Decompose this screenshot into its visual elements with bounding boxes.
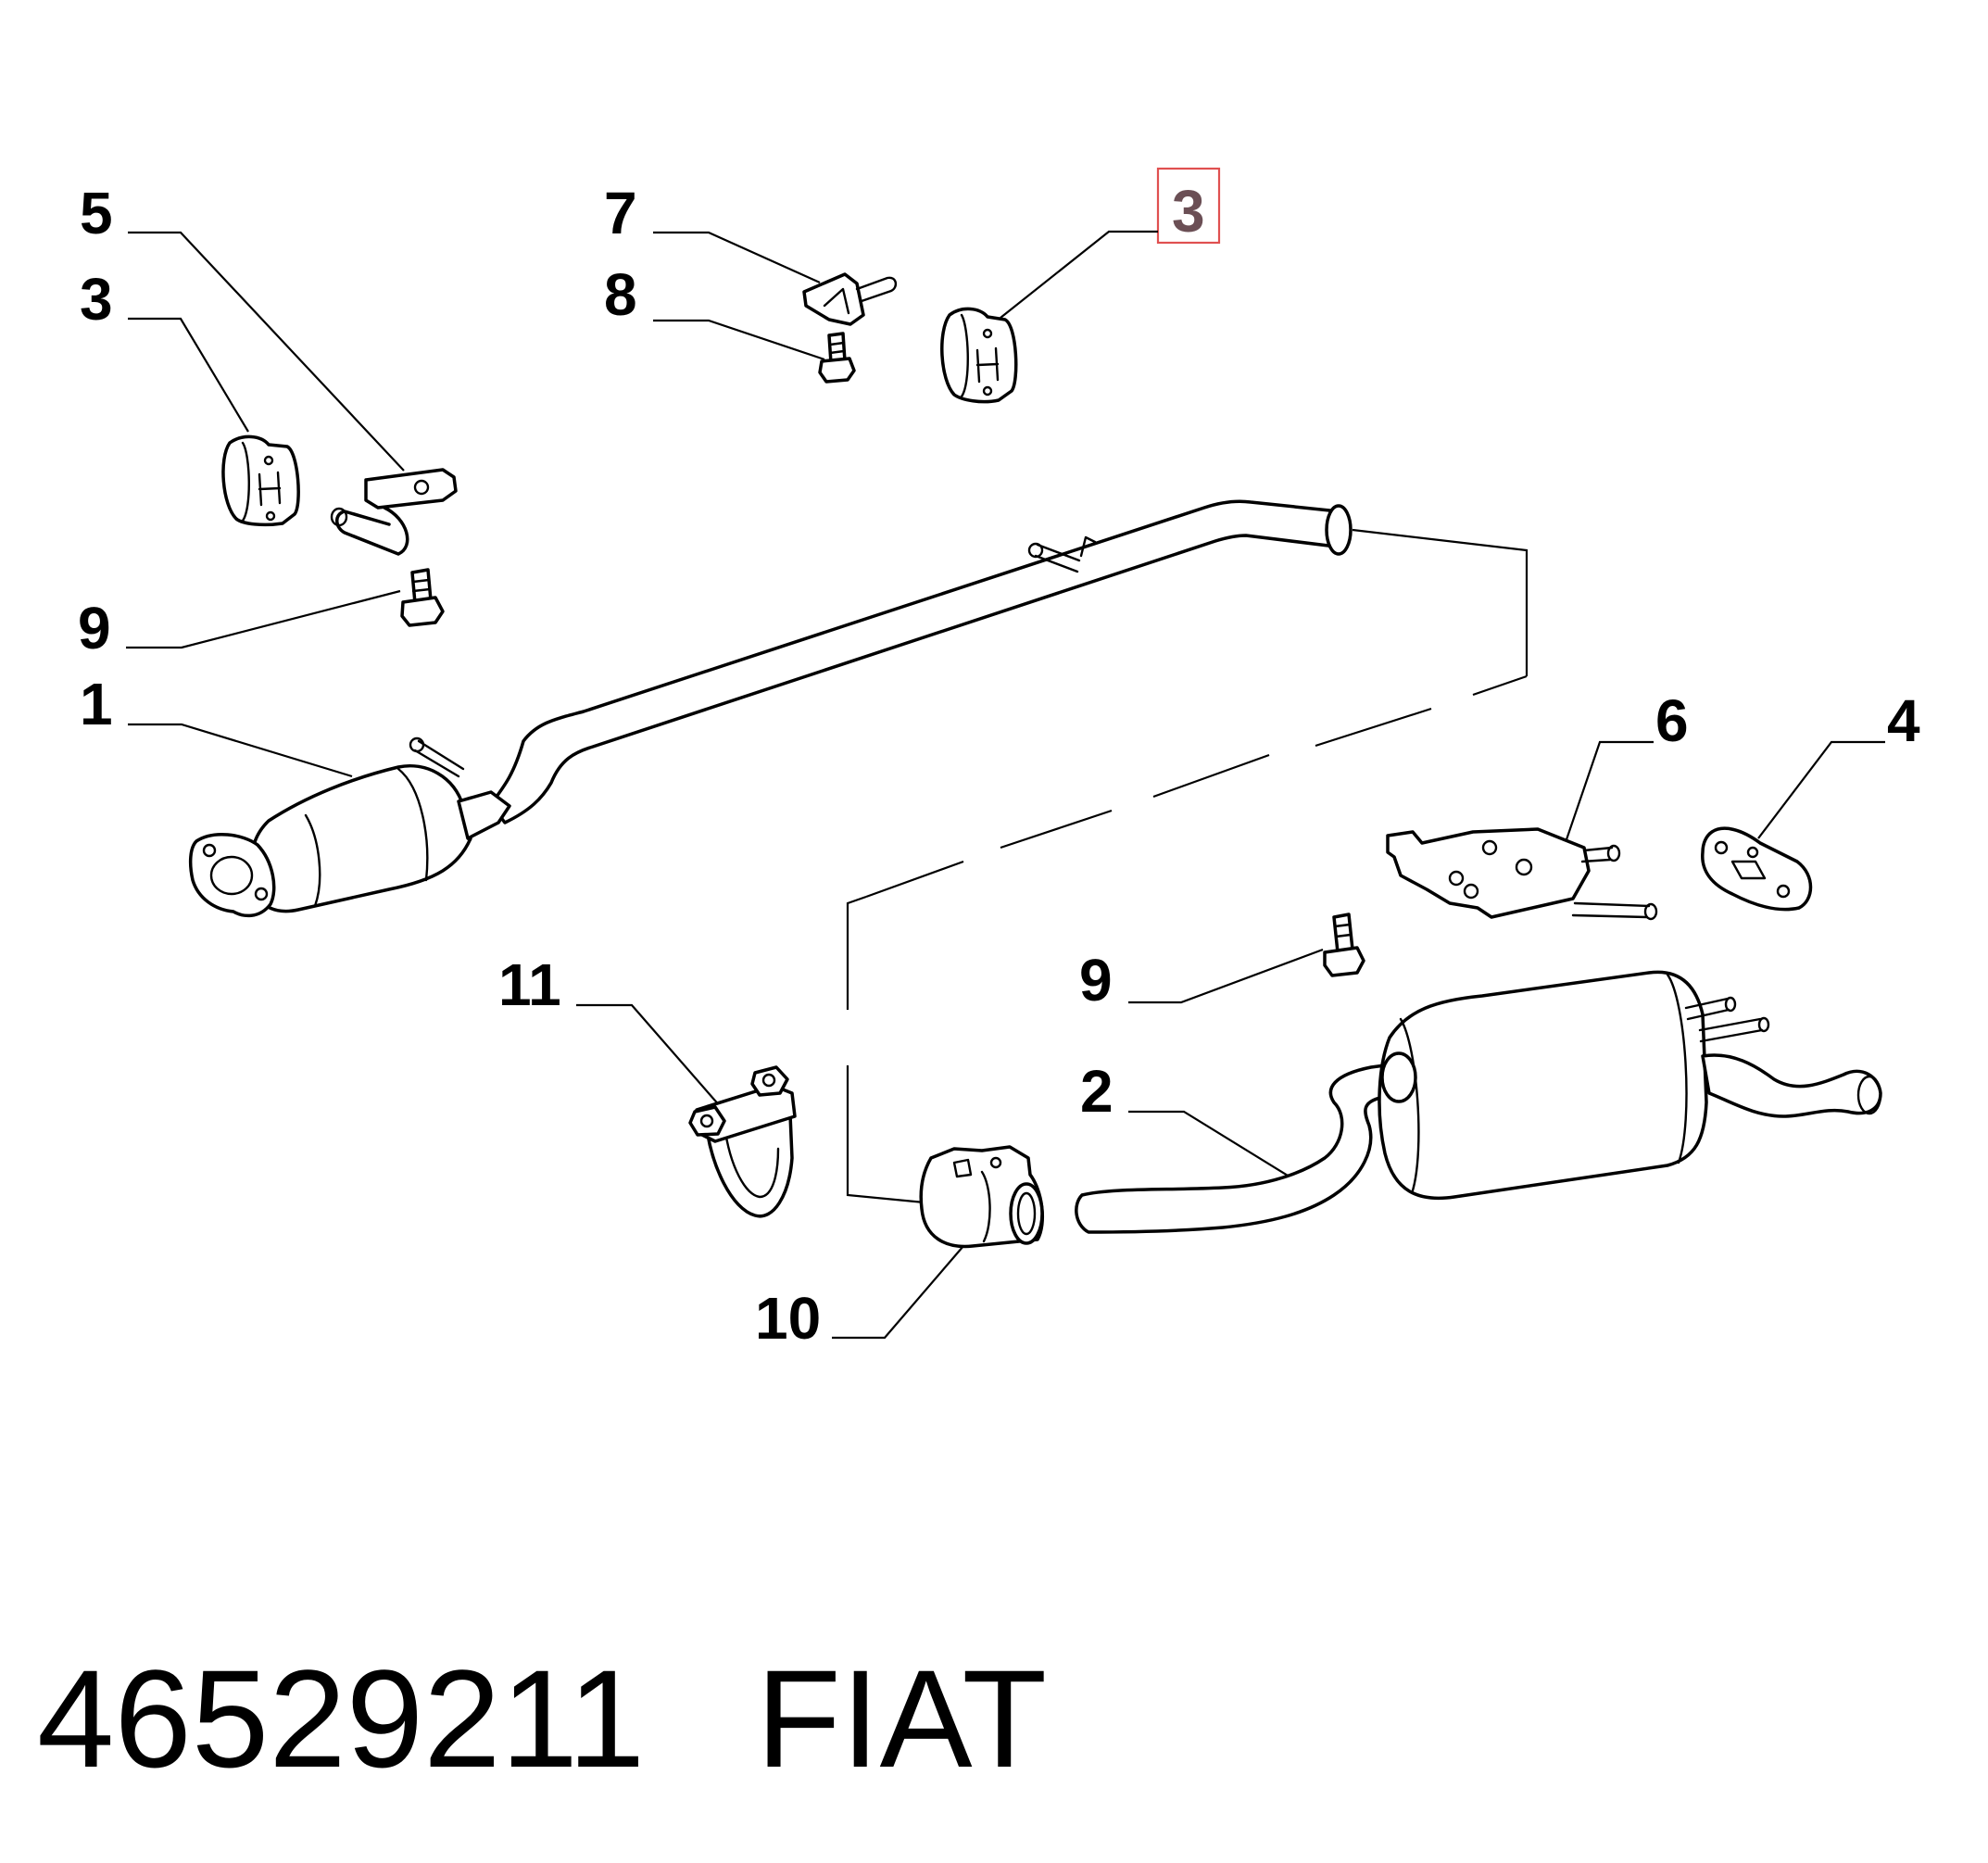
- callout-3-left[interactable]: 3: [80, 266, 113, 333]
- pipe-clamp[interactable]: [688, 1065, 797, 1218]
- rubber-mount-top[interactable]: [940, 307, 1018, 404]
- callout-8[interactable]: 8: [604, 261, 637, 328]
- callout-3-highlight-box: [1156, 167, 1221, 245]
- bolt-small[interactable]: [818, 332, 856, 384]
- callout-10[interactable]: 10: [755, 1285, 821, 1352]
- clip-bracket[interactable]: [802, 272, 898, 326]
- callout-4[interactable]: 4: [1887, 687, 1920, 754]
- rubber-hanger[interactable]: [1701, 826, 1813, 912]
- part-number: 46529211: [37, 1641, 646, 1796]
- assembly-guide-lines: [846, 528, 1529, 1204]
- u-bracket[interactable]: [330, 468, 458, 556]
- bolt-left[interactable]: [400, 568, 445, 627]
- callout-3-top[interactable]: 3: [1172, 178, 1205, 245]
- leader-lines: [126, 230, 1885, 1340]
- mounting-bracket-plate[interactable]: [1386, 827, 1658, 921]
- brand-name: FIAT: [756, 1641, 1048, 1796]
- callout-1[interactable]: 1: [80, 671, 113, 737]
- pipe-connector-sleeve[interactable]: [919, 1145, 1045, 1249]
- callout-9-right[interactable]: 9: [1079, 947, 1113, 1013]
- front-pipe-catalytic-converter[interactable]: [188, 499, 1353, 918]
- rubber-mount-left[interactable]: [221, 434, 300, 527]
- callout-9-left[interactable]: 9: [78, 595, 111, 661]
- rear-muffler-pipe[interactable]: [1075, 970, 1882, 1234]
- callout-11[interactable]: 11: [498, 951, 561, 1018]
- callout-6[interactable]: 6: [1655, 687, 1689, 754]
- bolt-right[interactable]: [1323, 913, 1365, 977]
- callout-2[interactable]: 2: [1080, 1058, 1114, 1125]
- part-caption: 46529211 FIAT: [37, 1640, 1047, 1797]
- callout-5[interactable]: 5: [80, 180, 113, 246]
- callout-7[interactable]: 7: [604, 180, 637, 246]
